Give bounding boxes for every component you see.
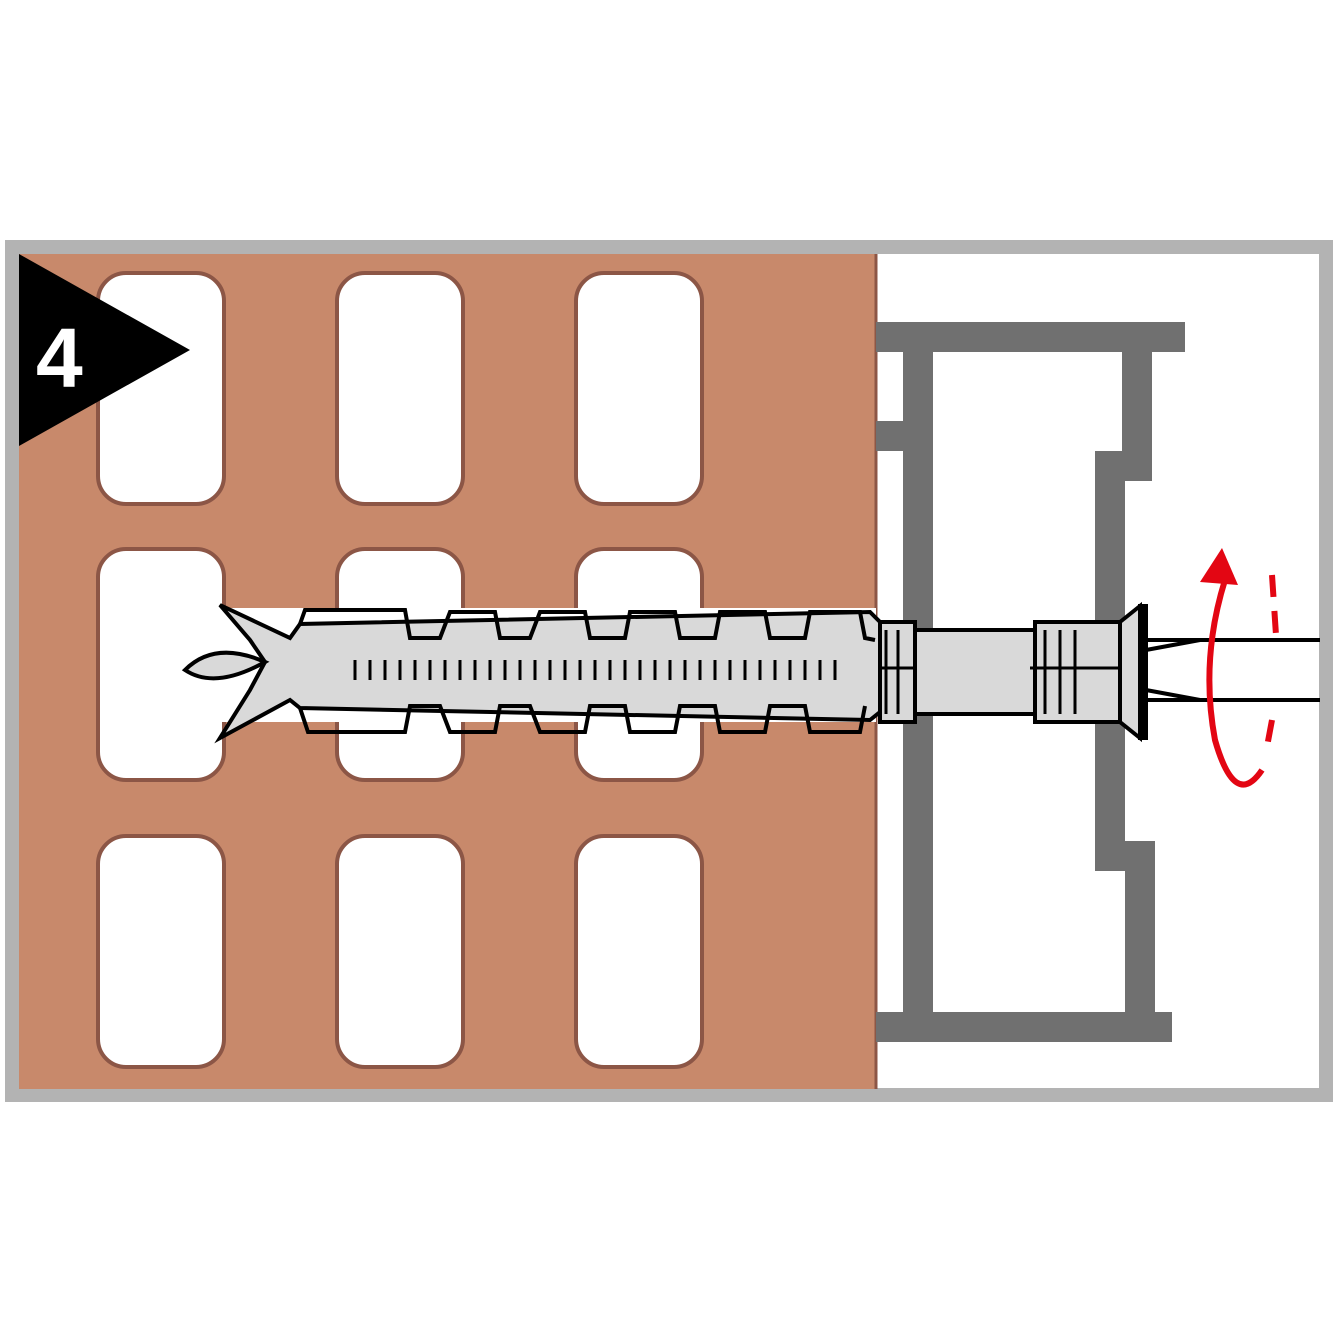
anchor-ribs bbox=[353, 630, 1120, 714]
step-badge-icon bbox=[19, 254, 190, 446]
step-number: 4 bbox=[36, 311, 83, 405]
rotation-arrowhead-icon bbox=[1200, 548, 1238, 585]
rotation-arrow-icon bbox=[1206, 574, 1279, 788]
